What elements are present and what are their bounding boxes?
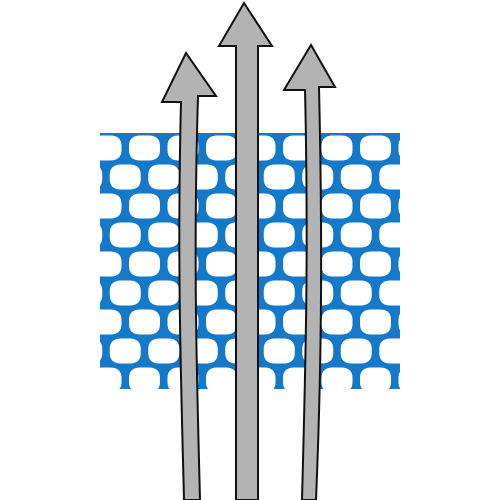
mesh-hole [360, 367, 391, 389]
mesh-hole [263, 280, 295, 306]
mesh-hole [437, 368, 468, 393]
mesh-hole [321, 367, 353, 389]
mesh-hole [52, 252, 83, 277]
mesh-hole [360, 135, 391, 161]
mesh-hole [340, 338, 372, 364]
mesh-hole [263, 222, 295, 248]
mesh-hole [148, 164, 180, 190]
mesh-hole [456, 339, 487, 364]
mesh-hole [456, 397, 487, 422]
mesh-hole [418, 397, 449, 422]
mesh-hole [129, 193, 160, 219]
mesh-hole [398, 313, 400, 331]
mesh-hole [360, 193, 391, 219]
mesh-hole [398, 197, 400, 215]
right-arrow-icon [282, 43, 337, 500]
mesh-hole [437, 310, 468, 335]
mesh-hole [100, 341, 103, 361]
mesh-hole [109, 164, 141, 190]
mesh-hole [321, 251, 353, 277]
mesh-hole [206, 135, 237, 161]
mesh-hole [148, 397, 179, 422]
mesh-hole [206, 193, 237, 219]
mesh-hole [340, 164, 372, 190]
mesh-hole [418, 223, 449, 248]
mesh-hole [379, 222, 400, 248]
mesh-hole [129, 251, 160, 277]
mesh-hole [100, 367, 122, 389]
mesh-hole [437, 194, 468, 219]
mesh-hole [52, 136, 83, 161]
mesh-hole [360, 309, 391, 335]
mesh-hole [379, 280, 400, 306]
mesh-hole [321, 193, 353, 219]
mesh-hole [100, 167, 103, 187]
mesh-hole [263, 164, 295, 190]
left-arrow-icon [160, 51, 218, 500]
mesh-hole [148, 222, 180, 248]
mesh-hole [379, 338, 400, 364]
mesh-hole [206, 367, 237, 389]
mesh-hole [418, 165, 449, 190]
mesh-hole [340, 222, 372, 248]
mesh-hole [129, 309, 160, 335]
mesh-hole [398, 255, 400, 273]
mesh-hole [100, 309, 122, 335]
mesh-hole [340, 280, 372, 306]
mesh-hole [100, 225, 103, 245]
mesh-hole [418, 281, 449, 306]
mesh-hole [206, 309, 237, 335]
mesh-hole [71, 397, 102, 422]
mesh-hole [321, 135, 353, 161]
mesh-hole [129, 135, 160, 161]
mesh-hole [398, 139, 400, 157]
center-arrow-icon [217, 1, 274, 500]
mesh-hole [456, 281, 487, 306]
airflow-arrows [160, 1, 337, 500]
mesh-hole [379, 397, 410, 422]
mesh-hole [398, 371, 400, 389]
mesh-hole [100, 193, 122, 219]
mesh-hole [100, 251, 122, 277]
mesh-hole [321, 309, 353, 335]
mesh-hole [109, 222, 141, 248]
mesh-hole [456, 223, 487, 248]
mesh-hole [264, 397, 295, 422]
mesh-fabric-icon [52, 133, 487, 422]
mesh-hole [418, 339, 449, 364]
mesh-hole [109, 280, 141, 306]
mesh-hole [437, 252, 468, 277]
mesh-hole [129, 367, 160, 389]
mesh-hole [100, 283, 103, 303]
mesh-hole [360, 251, 391, 277]
mesh-hole [148, 338, 180, 364]
mesh-hole [52, 194, 83, 219]
mesh-hole [341, 397, 372, 422]
mesh-hole [148, 280, 180, 306]
mesh-hole [379, 164, 400, 190]
mesh-hole [456, 165, 487, 190]
mesh-hole [109, 338, 141, 364]
mesh-hole [110, 397, 141, 422]
mesh-hole [263, 338, 295, 364]
mesh-hole [52, 310, 83, 335]
mesh-hole [52, 368, 83, 393]
mesh-hole [100, 135, 122, 161]
mesh-hole [437, 136, 468, 161]
mesh-hole [206, 251, 237, 277]
